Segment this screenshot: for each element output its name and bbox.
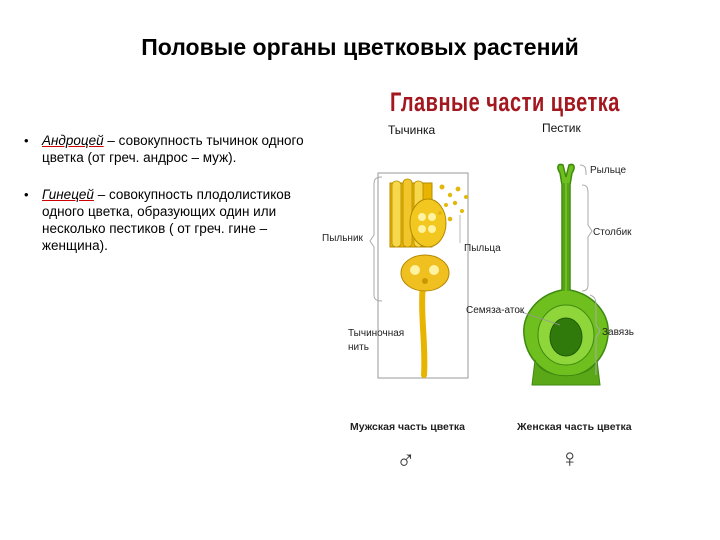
female-symbol: ♀ xyxy=(560,443,580,473)
diagram-heading: Главные части цветка xyxy=(390,88,620,118)
label-ovule: Семяза-аток xyxy=(466,305,525,316)
male-symbol: ♂ xyxy=(396,445,416,475)
female-part-label: Женская часть цветка xyxy=(517,421,632,433)
anther-bracket xyxy=(369,176,383,302)
ovule-leader xyxy=(517,310,561,326)
male-part-label: Мужская часть цветка xyxy=(350,421,465,433)
page-title: Половые органы цветковых растений xyxy=(141,34,579,60)
bullet-marker: • xyxy=(24,187,29,202)
label-stigma: Рыльце xyxy=(590,165,627,176)
bullet-list: • Андроцей – совокупность тычинок одного… xyxy=(24,132,314,274)
pistil-shape xyxy=(523,163,609,386)
term-gynoecium: Гинецей xyxy=(42,187,94,202)
bullet-androecium: • Андроцей – совокупность тычинок одного… xyxy=(24,132,314,166)
style-bracket xyxy=(581,184,593,292)
flower-illustration xyxy=(369,163,609,386)
stamen-heading: Тычинка xyxy=(388,123,436,137)
ovary-bracket xyxy=(589,294,601,375)
label-pollen: Пыльца xyxy=(464,243,501,254)
flower-parts-diagram: Главные части цветка Тычинка Пестик Пыль… xyxy=(320,85,650,480)
definition-gynoecium: – совокупность плодолистиков одного цвет… xyxy=(42,187,291,253)
anther-shape xyxy=(389,178,450,292)
definition-androecium: – совокупность тычинок одного цветка (от… xyxy=(42,133,304,165)
label-anther: Пыльник xyxy=(322,233,363,244)
filament-shape xyxy=(419,280,428,378)
label-filament-2: нить xyxy=(348,342,369,353)
term-androecium: Андроцей xyxy=(42,133,104,148)
label-ovary: Завязь xyxy=(602,327,635,338)
label-style: Столбик xyxy=(593,227,632,238)
stigma-bracket xyxy=(579,164,587,176)
bullet-gynoecium: • Гинецей – совокупность плодолистиков о… xyxy=(24,186,314,254)
bullet-marker: • xyxy=(24,133,29,148)
pollen-grains xyxy=(438,184,468,222)
stamen-frame xyxy=(377,172,469,379)
label-filament-1: Тычиночная xyxy=(348,328,405,339)
pistil-heading: Пестик xyxy=(542,121,581,135)
